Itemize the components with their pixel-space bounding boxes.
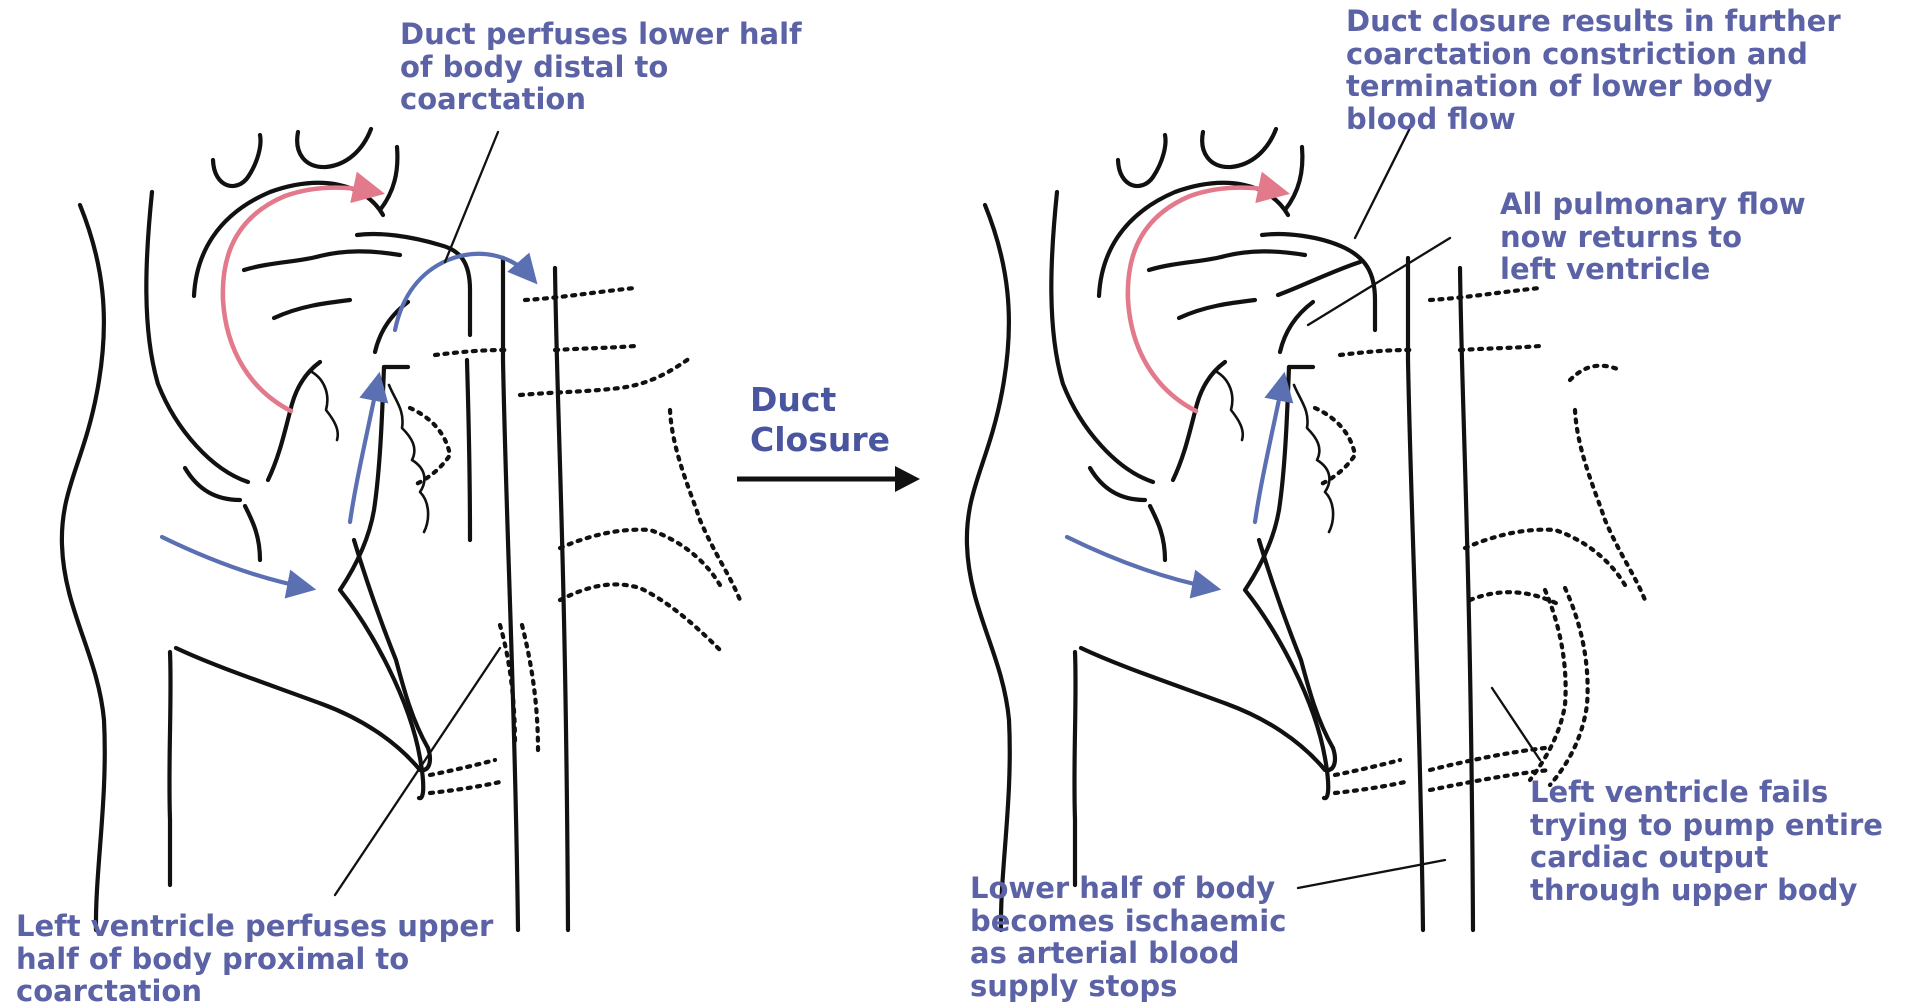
caption-line: Duct <box>750 380 890 420</box>
caption-line: Duct closure results in further <box>1346 5 1841 38</box>
caption-line: left ventricle <box>1500 253 1806 286</box>
caption-line: blood flow <box>1346 103 1841 136</box>
caption-line: coarctation constriction and <box>1346 38 1841 71</box>
leader-ventricle-fails <box>1492 688 1540 760</box>
caption-left-ventricle-perfuses-upper-half: Left ventricle perfuses upper half of bo… <box>16 910 493 1008</box>
caption-line: All pulmonary flow <box>1500 188 1806 221</box>
caption-duct-closure: Duct Closure <box>750 380 890 460</box>
caption-line: coarctation <box>400 83 802 116</box>
leader-duct-closure-results <box>1355 128 1410 238</box>
caption-line: Left ventricle fails <box>1530 776 1883 809</box>
caption-line: coarctation <box>16 975 493 1008</box>
right-arrow-icon <box>737 466 920 492</box>
caption-pulmonary-flow-returns: All pulmonary flow now returns to left v… <box>1500 188 1806 286</box>
caption-line: of body distal to <box>400 51 802 84</box>
left-heart-duct-open <box>62 129 740 930</box>
caption-line: trying to pump entire <box>1530 809 1883 842</box>
caption-line: as arterial blood <box>970 937 1286 970</box>
leader-pulmonary-flow <box>1308 238 1450 325</box>
caption-line: cardiac output <box>1530 841 1883 874</box>
caption-duct-closure-results: Duct closure results in further coarctat… <box>1346 5 1841 135</box>
leader-left-ventricle-perfuses <box>335 648 500 895</box>
caption-line: becomes ischaemic <box>970 905 1286 938</box>
caption-lower-half-ischaemic: Lower half of body becomes ischaemic as … <box>970 872 1286 1002</box>
caption-line: now returns to <box>1500 221 1806 254</box>
caption-line: Duct perfuses lower half <box>400 18 802 51</box>
caption-line: Left ventricle perfuses upper <box>16 910 493 943</box>
caption-line: Lower half of body <box>970 872 1286 905</box>
caption-line: termination of lower body <box>1346 70 1841 103</box>
leader-duct-perfuses <box>445 132 498 262</box>
caption-line: through upper body <box>1530 874 1883 907</box>
caption-duct-perfuses-lower-half: Duct perfuses lower half of body distal … <box>400 18 802 116</box>
caption-line: Closure <box>750 420 890 460</box>
caption-line: supply stops <box>970 970 1286 1003</box>
caption-line: half of body proximal to <box>16 943 493 976</box>
caption-left-ventricle-fails: Left ventricle fails trying to pump enti… <box>1530 776 1883 906</box>
